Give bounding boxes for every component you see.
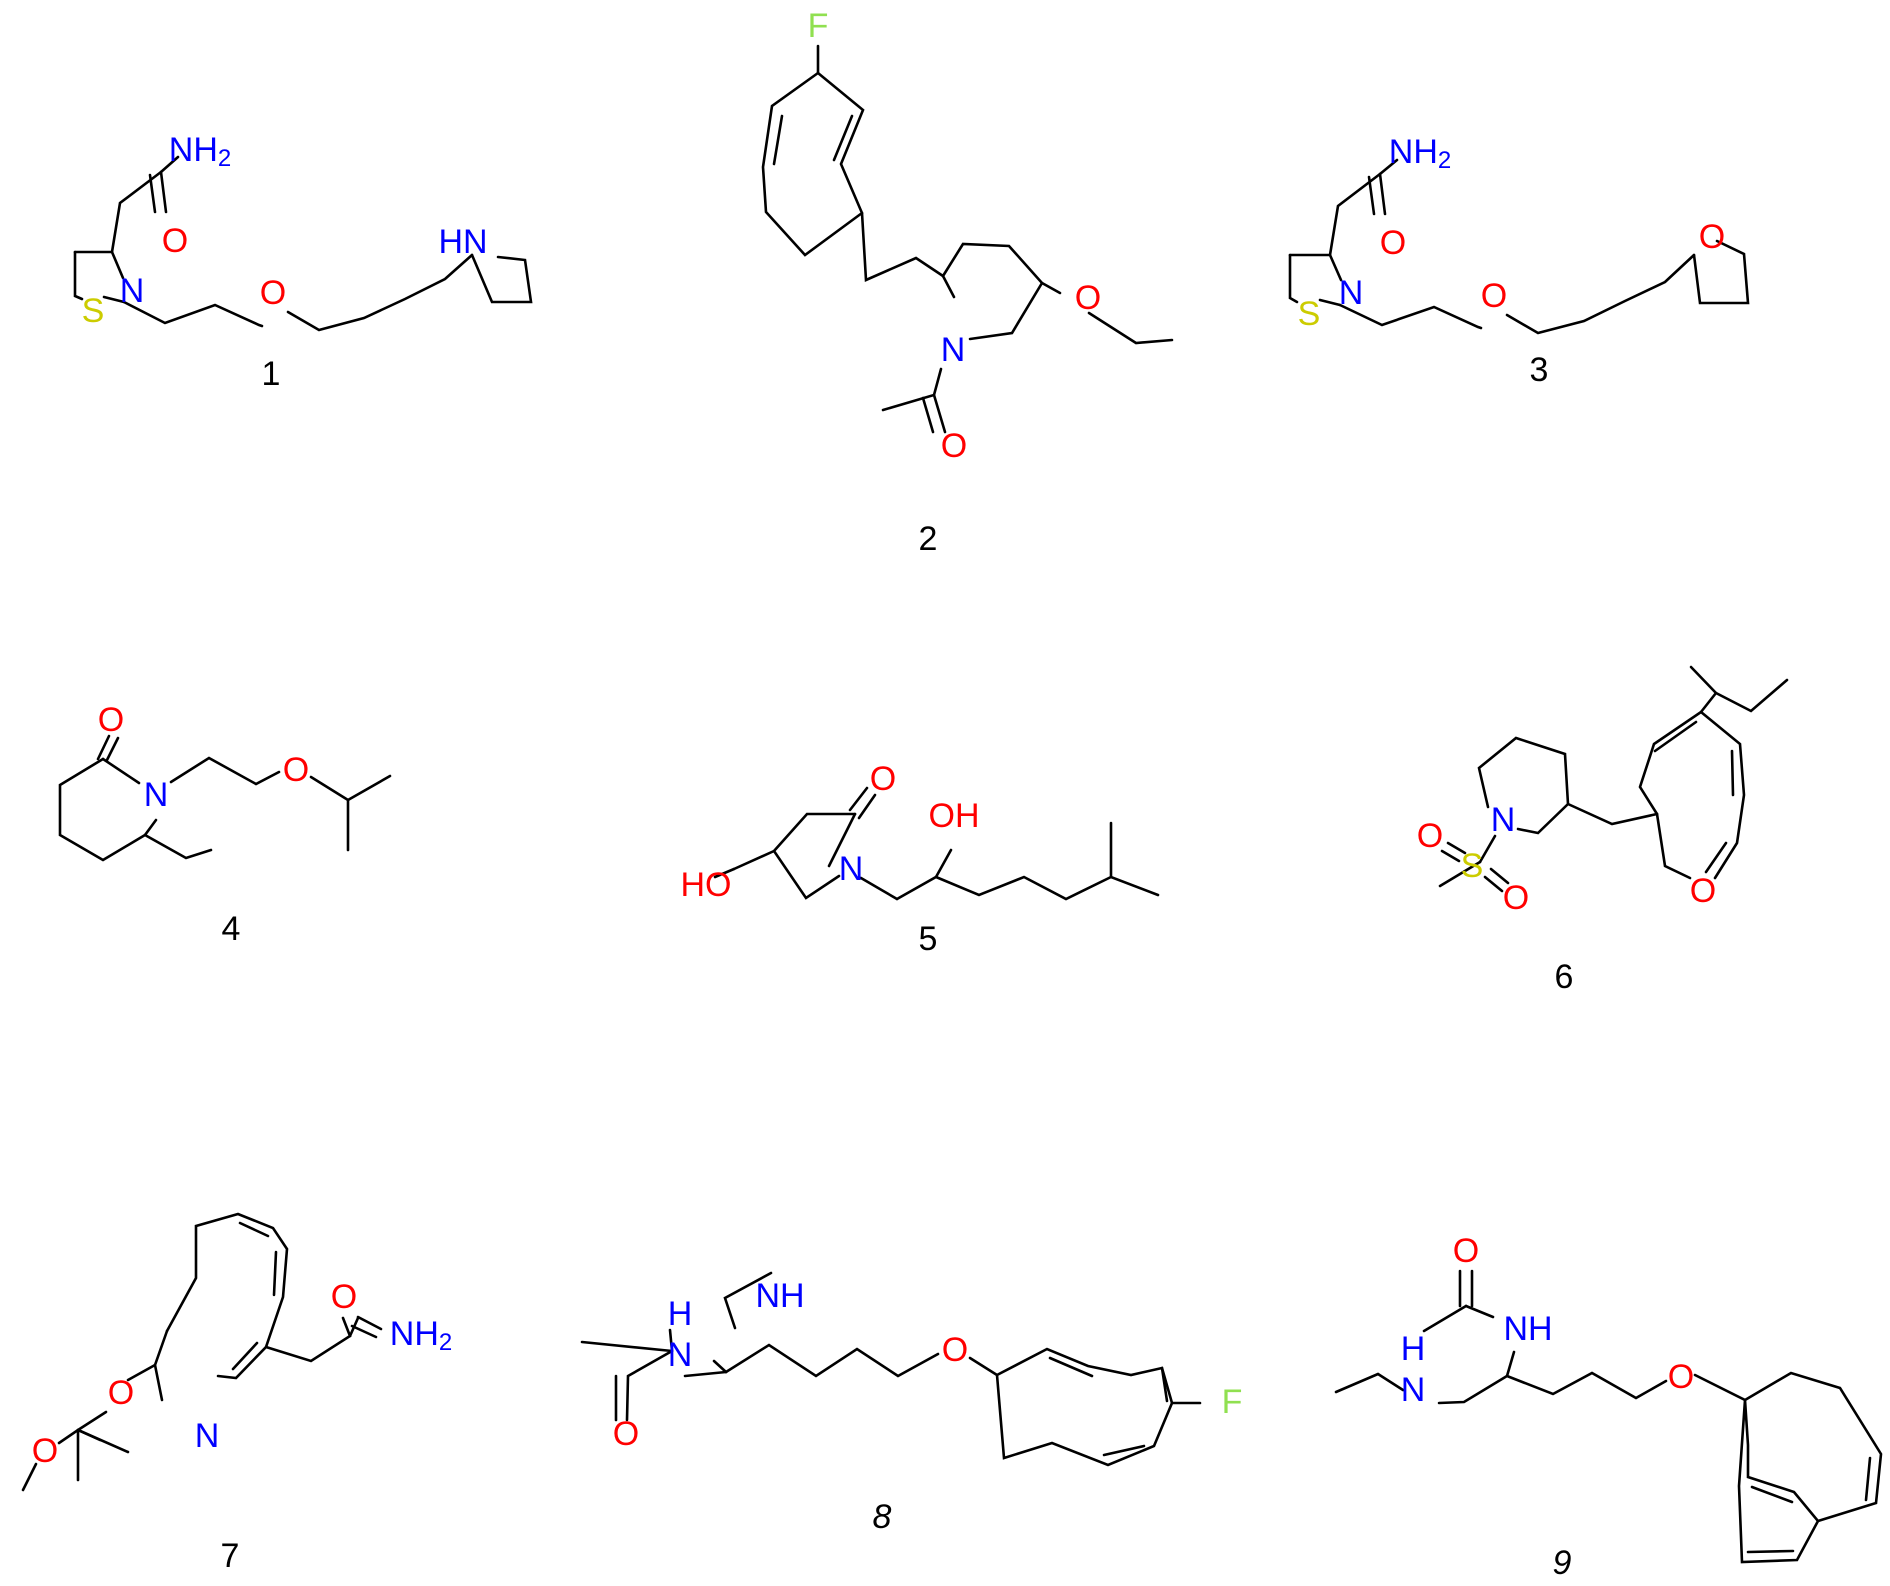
atom-label: O xyxy=(32,1432,58,1470)
atom-label: F xyxy=(1222,1383,1243,1421)
atom-label: S xyxy=(1298,295,1321,333)
compound-6-atoms: N S O O O xyxy=(1417,801,1716,917)
atom-label: N xyxy=(1491,801,1516,839)
atom-label: O xyxy=(1481,277,1507,315)
atom-label: NH2 xyxy=(169,131,231,172)
atom-label: F xyxy=(808,7,829,45)
compound-8-bonds xyxy=(580,1271,1202,1467)
compound-7: O NH2 O O N 7 xyxy=(21,1212,452,1575)
atom-label: H xyxy=(668,1295,693,1333)
compound-9: O NH H N O 9 xyxy=(1334,1232,1883,1582)
compound-7-atoms: O NH2 O O N xyxy=(32,1278,452,1470)
atom-label: O xyxy=(613,1415,639,1453)
compound-9-number: 9 xyxy=(1553,1544,1572,1582)
atom-label: H xyxy=(1401,1330,1426,1368)
atom-label: HN xyxy=(438,223,487,261)
compound-2: F N O O 2 xyxy=(761,7,1174,558)
atom-label: O xyxy=(941,427,967,465)
atom-label: NH2 xyxy=(390,1315,452,1356)
atom-label: O xyxy=(1075,279,1101,317)
atom-label: O xyxy=(283,751,309,789)
compound-7-bonds xyxy=(21,1212,383,1492)
atom-label: N xyxy=(120,272,145,310)
compound-2-number: 2 xyxy=(919,520,938,558)
atom-label: O xyxy=(162,222,188,260)
atom-label: N xyxy=(1401,1371,1426,1409)
atom-label: OH xyxy=(929,797,980,835)
atom-label: N xyxy=(839,850,864,888)
atom-label: O xyxy=(1417,817,1443,855)
atom-label: N xyxy=(668,1336,693,1374)
compound-1-bonds xyxy=(73,155,533,332)
compound-6: N S O O O 6 xyxy=(1417,665,1789,996)
atom-label: O xyxy=(870,760,896,798)
atom-label: HO xyxy=(681,866,732,904)
atom-label: O xyxy=(1453,1232,1479,1270)
compound-4-atoms: O N O xyxy=(98,701,309,814)
atom-label: O xyxy=(1668,1358,1694,1396)
atom-label: N xyxy=(1339,274,1364,312)
atom-label: O xyxy=(98,701,124,739)
compound-9-bonds xyxy=(1334,1269,1883,1564)
compound-4-bonds xyxy=(58,734,392,862)
atom-label: O xyxy=(1690,872,1716,910)
compound-1: NH2 O S N O HN 1 xyxy=(73,131,533,393)
atom-label: NH2 xyxy=(1389,133,1451,174)
compound-6-bonds xyxy=(1438,665,1789,893)
compound-3: NH2 O S N O O 3 xyxy=(1288,133,1750,389)
atom-label: O xyxy=(1699,218,1725,256)
compound-1-atoms: NH2 O S N O HN xyxy=(82,131,488,330)
compound-9-atoms: O NH H N O xyxy=(1401,1232,1695,1409)
atom-label: S xyxy=(82,292,105,330)
atom-label: NH xyxy=(1503,1310,1552,1348)
compound-5: O OH HO N 5 xyxy=(681,760,1160,958)
compound-8: NH H N O O F 8 xyxy=(580,1271,1243,1536)
atom-label: O xyxy=(108,1374,134,1412)
atom-label: S xyxy=(1461,847,1484,885)
atom-label: N xyxy=(941,331,966,369)
compound-7-number: 7 xyxy=(221,1537,240,1575)
compound-5-bonds xyxy=(713,786,1160,901)
atom-label: O xyxy=(260,274,286,312)
compound-5-number: 5 xyxy=(919,920,938,958)
atom-label: O xyxy=(1380,224,1406,262)
atom-label: O xyxy=(331,1278,357,1316)
atom-label: O xyxy=(1503,879,1529,917)
atom-label: O xyxy=(942,1331,968,1369)
compound-1-number: 1 xyxy=(262,355,281,393)
compound-4-number: 4 xyxy=(222,910,241,948)
compound-5-atoms: O OH HO N xyxy=(681,760,980,904)
compound-3-number: 3 xyxy=(1530,351,1549,389)
compound-2-atoms: F N O O xyxy=(808,7,1102,465)
compound-4: O N O 4 xyxy=(58,701,392,948)
atom-label: N xyxy=(195,1417,220,1455)
compound-6-number: 6 xyxy=(1555,958,1574,996)
compound-8-atoms: NH H N O O F xyxy=(613,1277,1243,1453)
atom-label: NH xyxy=(755,1277,804,1315)
compound-2-bonds xyxy=(761,44,1174,434)
atom-label: N xyxy=(144,776,169,814)
compound-3-atoms: NH2 O S N O O xyxy=(1298,133,1726,333)
compound-3-bonds xyxy=(1288,158,1750,335)
compound-8-number: 8 xyxy=(873,1498,892,1536)
